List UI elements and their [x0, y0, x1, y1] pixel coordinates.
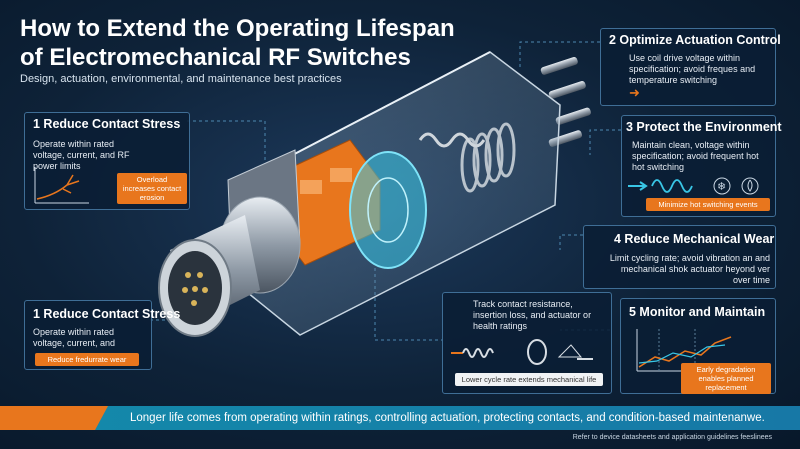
title-line-2: of Electromechanical RF Switches — [20, 44, 411, 71]
hot-switching-badge: Minimize hot switching events — [646, 198, 770, 211]
card-title: 4 Reduce Mechanical Wear — [614, 232, 775, 246]
contact-icon — [557, 344, 583, 358]
arrow-right-icon: ➜ — [629, 85, 640, 100]
card-title: 2 Optimize Actuation Control — [609, 33, 781, 47]
card-text: Use coil drive voltage within specificat… — [629, 53, 756, 85]
card-track-contact: Track contact resistance, insertion loss… — [442, 292, 612, 394]
title-line-1: How to Extend the Operating Lifespan — [20, 15, 455, 42]
environment-icons: ❄ — [628, 177, 759, 195]
card-optimize-actuation: 2 Optimize Actuation Control Use coil dr… — [600, 28, 781, 106]
spring-icon — [462, 348, 494, 358]
cycle-rate-badge: Lower cycle rate extends mechanical life — [455, 373, 603, 386]
card-protect-environment: 3 Protect the Environment Maintain clean… — [621, 115, 782, 217]
coil-icon — [527, 339, 547, 365]
card-reduce-contact-stress-top: 1 Reduce Contact Stress Operate within r… — [24, 112, 190, 210]
wear-badge: Reduce fredurrate wear — [35, 353, 139, 366]
card-text: Limit cycling rate; avoid vibration an a… — [609, 253, 770, 285]
footer-summary: Longer life comes from operating within … — [130, 412, 765, 424]
wave-icon — [651, 179, 693, 193]
card-monitor-maintain: 5 Monitor and Maintain Early degradation… — [620, 298, 776, 394]
card-mechanical-wear: 4 Reduce Mechanical Wear Limit cycling r… — [583, 225, 776, 289]
footnote: Refer to device datasheets and applicati… — [572, 434, 772, 441]
card-title: 3 Protect the Environment — [626, 120, 782, 134]
snowflake-icon: ❄ — [717, 181, 726, 193]
card-reduce-contact-stress-bottom: 1 Reduce Contact Stress Operate within r… — [24, 300, 180, 370]
flame-icon — [747, 179, 753, 192]
page-subtitle: Design, actuation, environmental, and ma… — [20, 73, 342, 85]
card-text: Operate within rated voltage, current, a… — [33, 139, 130, 171]
overload-badge: Overload increases contact erosion — [117, 173, 187, 204]
card-title: 5 Monitor and Maintain — [629, 305, 766, 319]
stress-chart-icon — [34, 167, 89, 204]
page-title: How to Extend the Operating Lifespan of … — [20, 14, 460, 72]
degradation-badge: Early degradation enables planned replac… — [681, 363, 771, 394]
footer-accent — [0, 406, 108, 430]
card-text: Track contact resistance, insertion loss… — [473, 299, 592, 331]
card-text: Maintain clean, voltage within specifica… — [632, 140, 759, 172]
track-icons — [451, 339, 593, 365]
card-text: Operate within rated voltage, current, a… — [33, 327, 116, 348]
footer-band — [0, 406, 800, 430]
card-title: 1 Reduce Contact Stress — [33, 117, 181, 131]
card-title: 1 Reduce Contact Stress — [33, 307, 181, 321]
